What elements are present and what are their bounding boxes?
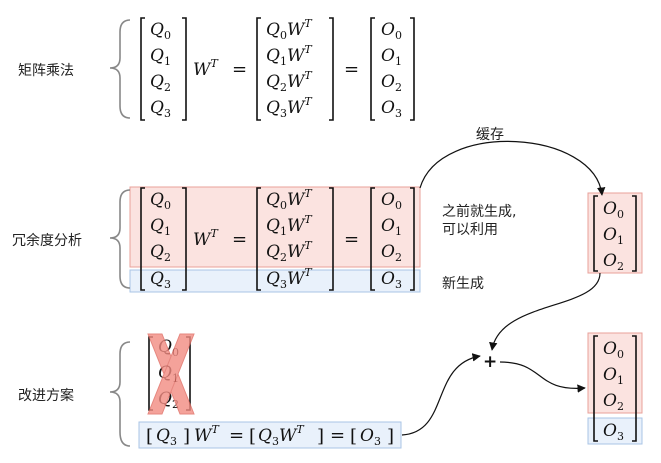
plus-to-result-arrow bbox=[499, 361, 586, 393]
q-entry: Q2 bbox=[150, 72, 171, 94]
cache-entry: O1 bbox=[603, 225, 624, 247]
result-reused-box bbox=[587, 332, 643, 414]
qwt-matrix-left-bracket bbox=[256, 187, 261, 291]
o-entry: O0 bbox=[381, 20, 402, 42]
result-entry: O0 bbox=[603, 339, 624, 361]
q-matrix-left-bracket bbox=[140, 187, 145, 291]
cache-matrix-left-bracket bbox=[593, 195, 598, 272]
label-cache: 缓存 bbox=[476, 127, 504, 143]
label-newly-generated: 新生成 bbox=[442, 276, 484, 292]
weight-transpose: WT bbox=[194, 423, 220, 446]
plus-sign: + bbox=[483, 352, 497, 372]
bracket-close: ] bbox=[317, 426, 324, 447]
cache-entry: O2 bbox=[603, 251, 624, 273]
new-row-highlight bbox=[129, 269, 421, 293]
q-entry: Q0 bbox=[150, 20, 171, 42]
result-new-box bbox=[587, 417, 643, 445]
label-improved-scheme: 改进方案 bbox=[18, 387, 74, 404]
bracket-open: [ bbox=[350, 426, 357, 447]
label-redundancy-analysis: 冗余度分析 bbox=[12, 232, 82, 249]
cache-box bbox=[587, 192, 643, 274]
bracket-open: [ bbox=[146, 426, 153, 447]
equals-sign: = bbox=[232, 59, 247, 80]
brace-row2 bbox=[109, 189, 131, 289]
o-matrix-left-bracket bbox=[370, 187, 375, 291]
o-entry: O1 bbox=[381, 46, 402, 68]
brace-row3 bbox=[109, 341, 131, 447]
crossed-q-left-bracket bbox=[148, 336, 153, 411]
qwt-matrix-right-bracket bbox=[329, 187, 334, 291]
improved-equation-box bbox=[138, 421, 402, 449]
o-entry: O3 bbox=[381, 98, 402, 120]
o-matrix-left-bracket bbox=[370, 17, 375, 121]
o-entry: O2 bbox=[381, 72, 402, 94]
equals-sign: = bbox=[330, 425, 345, 446]
o-matrix-right-bracket bbox=[410, 187, 415, 291]
q-entry: Q1 bbox=[150, 216, 171, 238]
q-matrix-left-bracket bbox=[140, 17, 145, 121]
qwt-entry: Q1WT bbox=[266, 213, 313, 238]
equals-sign: = bbox=[232, 229, 247, 250]
q-entry: Q0 bbox=[150, 190, 171, 212]
equals-sign: = bbox=[344, 59, 359, 80]
o-entry: O3 bbox=[381, 269, 402, 291]
improved-q3: Q3 bbox=[156, 426, 177, 448]
weight-transpose: WT bbox=[193, 227, 219, 250]
qwt-entry: Q2WT bbox=[266, 239, 313, 264]
o-entry: O0 bbox=[381, 190, 402, 212]
result-entry: O2 bbox=[603, 391, 624, 413]
q-entry: Q3 bbox=[150, 269, 171, 291]
label-reusable-line2: 可以利用 bbox=[442, 222, 498, 238]
result-entry: O1 bbox=[603, 365, 624, 387]
qwt-matrix-right-bracket bbox=[329, 17, 334, 121]
qwt-matrix-left-bracket bbox=[256, 17, 261, 121]
o-entry: O1 bbox=[381, 216, 402, 238]
bracket-open: [ bbox=[249, 426, 256, 447]
bracket-close: ] bbox=[387, 426, 394, 447]
equals-sign: = bbox=[344, 229, 359, 250]
result-entry: O3 bbox=[603, 421, 624, 443]
q-entry: Q3 bbox=[150, 98, 171, 120]
weight-transpose: WT bbox=[193, 57, 219, 80]
qwt-entry: Q3WT bbox=[266, 266, 313, 291]
o-matrix-right-bracket bbox=[410, 17, 415, 121]
q-matrix-right-bracket bbox=[182, 187, 187, 291]
improved-q3wt: Q3WT bbox=[258, 423, 305, 448]
result-matrix-left-bracket bbox=[593, 335, 598, 442]
q-entry: Q2 bbox=[150, 242, 171, 264]
cache-matrix-right-bracket bbox=[632, 195, 637, 272]
o-entry: O2 bbox=[381, 242, 402, 264]
qwt-entry: Q0WT bbox=[266, 17, 313, 42]
improved-o3: O3 bbox=[360, 426, 381, 448]
result-matrix-right-bracket bbox=[632, 335, 637, 442]
cross-stroke bbox=[147, 333, 195, 415]
cache-entry: O0 bbox=[603, 199, 624, 221]
qwt-entry: Q3WT bbox=[266, 95, 313, 120]
qwt-entry: Q1WT bbox=[266, 43, 313, 68]
label-reusable-line1: 之前就生成, bbox=[442, 203, 516, 220]
new-row-to-plus-arrow bbox=[401, 353, 481, 436]
cache-arrow bbox=[419, 140, 606, 196]
bracket-close: ] bbox=[183, 426, 190, 447]
q-entry: Q1 bbox=[150, 46, 171, 68]
qwt-entry: Q2WT bbox=[266, 69, 313, 94]
cross-out-mark bbox=[147, 333, 195, 415]
brace-row1 bbox=[109, 19, 131, 119]
equals-sign: = bbox=[229, 425, 244, 446]
label-matrix-multiplication: 矩阵乘法 bbox=[18, 63, 74, 79]
cache-to-plus-arrow bbox=[489, 272, 601, 351]
q-matrix-right-bracket bbox=[182, 17, 187, 121]
qwt-entry: Q0WT bbox=[266, 187, 313, 212]
